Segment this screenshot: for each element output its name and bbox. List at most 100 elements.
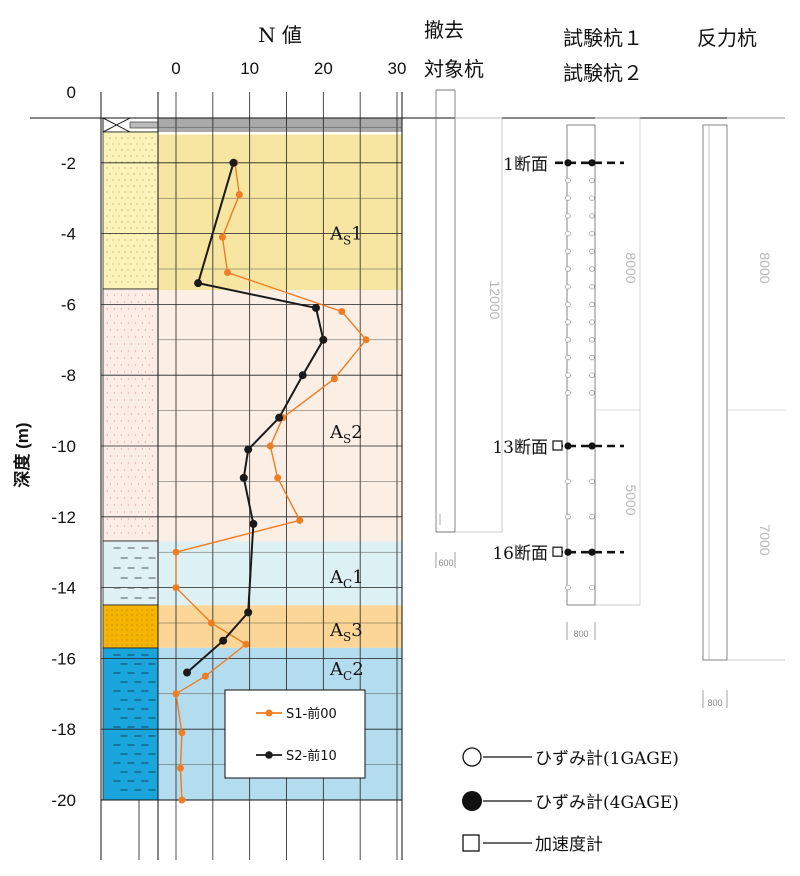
series-1-point (201, 672, 209, 680)
series-1-point (266, 442, 274, 450)
gauge-1gage (589, 372, 595, 378)
test-pile-2-label: 試験杭２ (563, 61, 643, 85)
y-tick-label: -6 (61, 295, 76, 314)
chart-title: N 値 (258, 23, 302, 47)
gauge-1gage (589, 248, 595, 255)
gauge-1gage (589, 584, 595, 591)
series-2-point (249, 519, 258, 528)
removed-width-dim: 600 (438, 558, 453, 568)
y-tick-label: 0 (67, 83, 76, 102)
gauge-1gage (589, 213, 595, 219)
test-upper-dim: 8000 (623, 252, 639, 283)
square-icon (462, 834, 480, 852)
layer-label: AS3 (329, 620, 363, 644)
strain-gauges (565, 160, 595, 591)
soil-column (102, 117, 402, 801)
removed-pile-label-2: 対象杭 (424, 57, 484, 81)
test-lower-dim: 5000 (623, 484, 639, 515)
gauge-1gage (589, 390, 595, 396)
y-tick-label: -16 (51, 649, 76, 668)
layer-label: AS2 (329, 422, 363, 446)
gauge-1gage (565, 230, 571, 237)
gauge-1gage (565, 514, 571, 520)
series-2-point (298, 371, 307, 380)
gauge-1gage (565, 177, 571, 184)
test-width-dim: 800 (573, 629, 588, 639)
gauge-1gage (589, 283, 595, 290)
legend-filled-circle: ひずみ計(4GAGE) (535, 793, 679, 813)
reaction-pile-label: 反力杭 (697, 26, 757, 50)
series-1-point (338, 307, 346, 315)
gauge-1gage (565, 372, 571, 378)
layer-label: AS1 (329, 224, 363, 248)
series-1-point (274, 474, 282, 482)
series-1-point (242, 640, 250, 648)
gauge-1gage (565, 319, 571, 325)
series-2-point (183, 668, 192, 677)
series-2-point (244, 608, 253, 617)
series-2-point (239, 473, 248, 482)
legend-marker-s1 (265, 709, 273, 717)
layer-band (158, 134, 402, 291)
y-tick-label: -18 (51, 720, 76, 739)
y-tick-label: -12 (51, 508, 76, 527)
legend: S1-前00 S2-前10 (224, 689, 366, 779)
measurement-sections: 1断面 13断面 16断面 (492, 155, 624, 564)
gauge-1gage (589, 266, 595, 272)
series-line-1 (175, 162, 367, 801)
gauge-1gage (565, 283, 571, 290)
series-1-point (296, 516, 304, 524)
gauge-4gage (564, 159, 572, 167)
instrument-legend: ひずみ計(1GAGE) ひずみ計(4GAGE) 加速度計 (462, 747, 679, 855)
y-tick-label: -20 (51, 791, 76, 810)
gauge-1gage (565, 584, 571, 591)
accelerometer (552, 546, 563, 557)
gauge-1gage (565, 478, 571, 485)
grid (100, 92, 403, 860)
series-1-point (172, 548, 180, 556)
series-1-point (224, 269, 232, 277)
gauge-1gage (565, 266, 571, 272)
reaction-lower-dim: 7000 (757, 524, 773, 555)
legend-open-circle: ひずみ計(1GAGE) (535, 749, 679, 769)
series-2-point (319, 335, 328, 344)
gauge-1gage (589, 301, 595, 308)
series-1-point (176, 764, 184, 772)
section-label: 16断面 (492, 544, 548, 564)
section-label: 1断面 (503, 155, 548, 175)
test-pile: 8000 5000 800 1断面 13断面 16断面 (492, 117, 641, 640)
layer-band (158, 541, 402, 606)
test-pile-1-label: 試験杭１ (563, 26, 643, 50)
gauge-1gage (589, 230, 595, 237)
accelerometer (552, 440, 563, 451)
series-2-point (219, 636, 228, 645)
legend-label-s2: S2-前10 (286, 748, 337, 764)
filled-circle-icon (462, 791, 482, 811)
series-line-2 (186, 162, 325, 674)
series-group (172, 158, 370, 804)
section-label: 13断面 (492, 438, 548, 458)
gauge-1gage (565, 337, 571, 343)
series-1-point (207, 619, 215, 627)
gauge-1gage (589, 195, 595, 201)
y-tick-labels: 0-2-4-6-8-10-12-14-16-18-20 (51, 83, 76, 810)
gauge-1gage (565, 301, 571, 308)
legend-square: 加速度計 (535, 835, 603, 855)
removed-pile-label-1: 撤去 (424, 18, 464, 42)
layer-label: AC2 (329, 659, 364, 683)
series-2-point (275, 413, 284, 422)
series-1-point (362, 336, 370, 344)
x-tick-label: 20 (314, 59, 333, 78)
series-2-point (194, 279, 203, 288)
series-2-point (229, 158, 238, 167)
reaction-pile: 8000 7000 800 (702, 117, 785, 708)
x-tick-label: 10 (240, 59, 259, 78)
x-tick-label: 30 (388, 59, 407, 78)
series-1-point (178, 729, 186, 737)
gauge-1gage (589, 319, 595, 325)
reaction-width-dim: 800 (707, 698, 722, 708)
layer-label: AC1 (329, 567, 364, 591)
reaction-upper-dim: 8000 (757, 252, 773, 283)
